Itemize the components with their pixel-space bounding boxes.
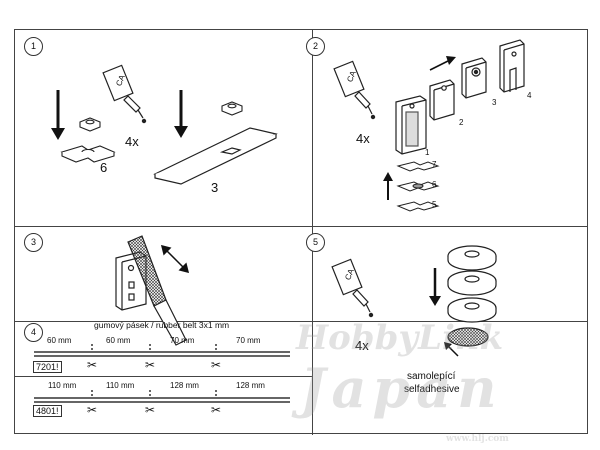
- pointer-arrow-icon: [444, 342, 459, 357]
- row1-length-1: 60 mm: [47, 336, 72, 345]
- step-1-plate-label: 3: [211, 180, 219, 195]
- base-plate-icon: [153, 127, 278, 185]
- washer-bracket-icon: [60, 145, 116, 163]
- down-arrow-icon: [51, 90, 65, 140]
- scissors-icon: ✂: [87, 403, 98, 417]
- step-1-count-label: 4x: [125, 134, 139, 149]
- pulley-disc-icon: [447, 245, 497, 271]
- glue-bottle-icon: [102, 64, 147, 124]
- belt-row-divider: [15, 376, 312, 378]
- watermark-logo-sub: Japan: [300, 356, 503, 420]
- double-arrow-icon: [160, 244, 190, 274]
- row1-length-4: 70 mm: [236, 336, 261, 345]
- row2-length-2: 110 mm: [106, 381, 135, 390]
- scissors-icon: ✂: [211, 358, 222, 372]
- motor-block-icon: [395, 95, 427, 155]
- row2-code: 4801!: [33, 405, 62, 417]
- pulley-disc-icon: [447, 270, 497, 296]
- step-3-number: 3: [24, 233, 43, 252]
- belt-title: gumový pásek / rubber belt 3x1 mm: [94, 320, 230, 330]
- up-arrow-icon: [383, 172, 393, 200]
- row2-length-3: 128 mm: [170, 381, 199, 390]
- hex-nut-icon: [79, 117, 101, 132]
- block-part-4-icon: [499, 39, 525, 93]
- row-divider-2: [15, 321, 587, 323]
- row1-length-3: 70 mm: [170, 336, 195, 345]
- column-divider: [312, 30, 314, 226]
- row-divider-1: [15, 226, 587, 228]
- step-5-count-label: 4x: [355, 338, 369, 353]
- watermark-url: www.hlj.com: [446, 434, 509, 444]
- pulley-disc-icon: [447, 297, 497, 323]
- scissors-icon: ✂: [211, 403, 222, 417]
- down-arrow-icon: [174, 90, 188, 138]
- stack-label-7: 7: [432, 160, 437, 169]
- adhesive-note-line2: selfadhesive: [404, 384, 460, 395]
- row2-length-4: 128 mm: [236, 381, 265, 390]
- file-tool-icon: [127, 235, 187, 346]
- step-1-number: 1: [24, 37, 43, 56]
- row2-length-1: 110 mm: [48, 381, 77, 390]
- scissors-icon: ✂: [145, 358, 156, 372]
- stack-label-5: 5: [432, 200, 437, 209]
- block-part-3-icon: [461, 57, 487, 99]
- step-5-number: 5: [306, 233, 325, 252]
- step-2-number: 2: [306, 37, 325, 56]
- stack-label-6: 6: [432, 180, 437, 189]
- down-arrow-icon: [429, 268, 441, 306]
- part-3-label: 3: [492, 98, 497, 107]
- part-1-label: 1: [425, 148, 430, 157]
- part-2-label: 2: [459, 118, 464, 127]
- step-2-count-label: 4x: [356, 131, 370, 146]
- row1-length-2: 60 mm: [106, 336, 131, 345]
- up-right-arrow-icon: [429, 56, 456, 71]
- bracket-stack-icon: [396, 161, 440, 212]
- part-4-label: 4: [527, 91, 532, 100]
- belt-lines: [34, 344, 290, 403]
- scissors-icon: ✂: [145, 403, 156, 417]
- step-4-number: 4: [24, 323, 43, 342]
- glue-bottle-icon: [333, 60, 376, 120]
- adhesive-note-line1: samolepící: [407, 371, 456, 382]
- row1-code: 7201!: [33, 361, 62, 373]
- block-part-2-icon: [429, 79, 455, 121]
- hex-nut-icon: [221, 101, 243, 116]
- glue-bottle-icon: [331, 258, 374, 318]
- watermark-logo: HobbyLink: [296, 318, 504, 358]
- column-divider-lower: [312, 226, 314, 435]
- scissors-icon: ✂: [87, 358, 98, 372]
- adhesive-pad-icon: [447, 327, 489, 347]
- instruction-sheet: [14, 29, 588, 435]
- step-1-washer-label: 6: [100, 160, 108, 175]
